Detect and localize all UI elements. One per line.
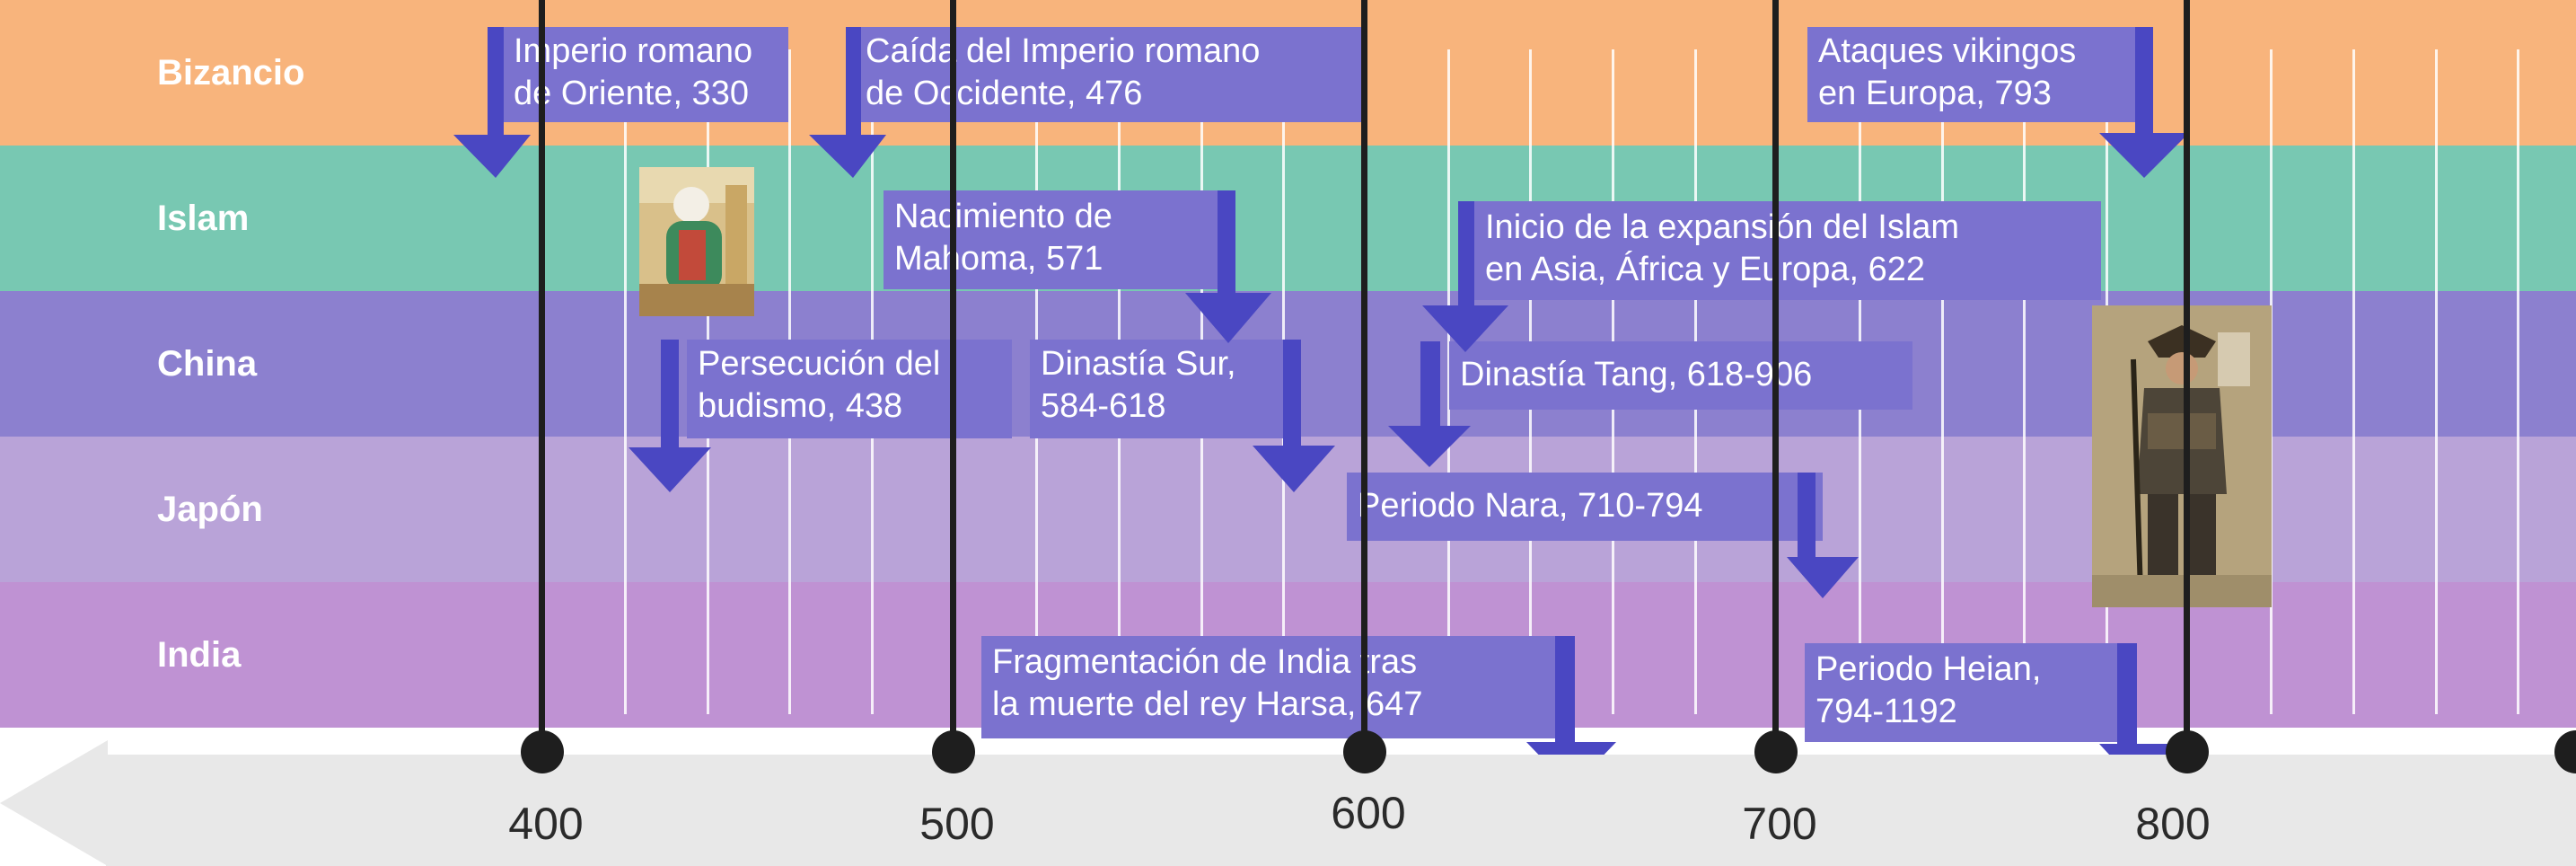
row-label-islam: Islam — [157, 199, 250, 238]
axis-dot-800 — [2166, 730, 2209, 773]
major-line-800 — [2184, 0, 2190, 755]
major-line-600 — [1361, 0, 1367, 755]
row-label-bizancio: Bizancio — [157, 53, 305, 93]
year-label-800: 800 — [2135, 799, 2211, 849]
axis-dot-400 — [521, 730, 564, 773]
arrow-down-icon — [1253, 340, 1335, 492]
samurai-image — [2092, 305, 2272, 607]
event-mahoma: Nacimiento de Mahoma, 571 — [884, 190, 1218, 289]
year-label-700: 700 — [1742, 799, 1817, 849]
islamic-miniature-image — [639, 167, 754, 316]
gridline-minor — [2352, 49, 2355, 714]
event-periodo-heian: Periodo Heian, 794-1192 — [1805, 643, 2137, 742]
major-line-500 — [950, 0, 956, 755]
gridline-minor — [1941, 49, 1944, 714]
arrow-down-icon — [1526, 636, 1616, 789]
arrow-down-icon — [2099, 643, 2185, 791]
event-persecucion-budismo: Persecución del budismo, 438 — [687, 340, 1012, 438]
event-periodo-nara: Periodo Nara, 710-794 — [1347, 473, 1823, 541]
arrow-down-icon — [453, 27, 531, 178]
arrow-down-icon — [1388, 341, 1471, 467]
axis-dot-500 — [932, 730, 975, 773]
event-dinastia-sur: Dinastía Sur, 584-618 — [1030, 340, 1292, 438]
arrow-down-icon — [1787, 473, 1859, 598]
gridline-minor — [2517, 49, 2519, 714]
arrow-down-icon — [629, 340, 711, 492]
year-label-400: 400 — [508, 799, 584, 849]
gridline-minor — [2023, 49, 2026, 714]
row-label-china: China — [157, 344, 258, 384]
gridline-minor — [1447, 49, 1450, 714]
axis-dot-600 — [1343, 730, 1386, 773]
major-line-700 — [1772, 0, 1779, 755]
gridline-minor — [624, 49, 627, 714]
time-axis-bar — [106, 755, 2576, 866]
event-imperio-oriente: Imperio romano de Oriente, 330 — [503, 27, 788, 122]
event-expansion-islam: Inicio de la expansión del Islam en Asia… — [1474, 201, 2101, 300]
gridline-minor — [2435, 49, 2438, 714]
axis-dot-700 — [1754, 730, 1798, 773]
time-axis-arrowhead — [0, 740, 108, 866]
event-dinastia-tang: Dinastía Tang, 618-906 — [1449, 341, 1912, 410]
arrow-down-icon — [809, 27, 886, 178]
arrow-down-icon — [1185, 190, 1271, 343]
row-label-japon: Japón — [157, 490, 263, 529]
event-fragmentacion-india: Fragmentación de India tras la muerte de… — [981, 636, 1574, 738]
year-label-600: 600 — [1331, 788, 1406, 838]
arrow-down-icon — [1422, 201, 1508, 352]
event-vikingos: Ataques vikingos en Europa, 793 — [1807, 27, 2153, 122]
arrow-down-icon — [2099, 27, 2189, 178]
event-caida-occidente: Caída del Imperio romano de Occidente, 4… — [855, 27, 1365, 122]
year-label-500: 500 — [919, 799, 995, 849]
major-line-400 — [539, 0, 545, 755]
row-label-india: India — [157, 635, 242, 675]
